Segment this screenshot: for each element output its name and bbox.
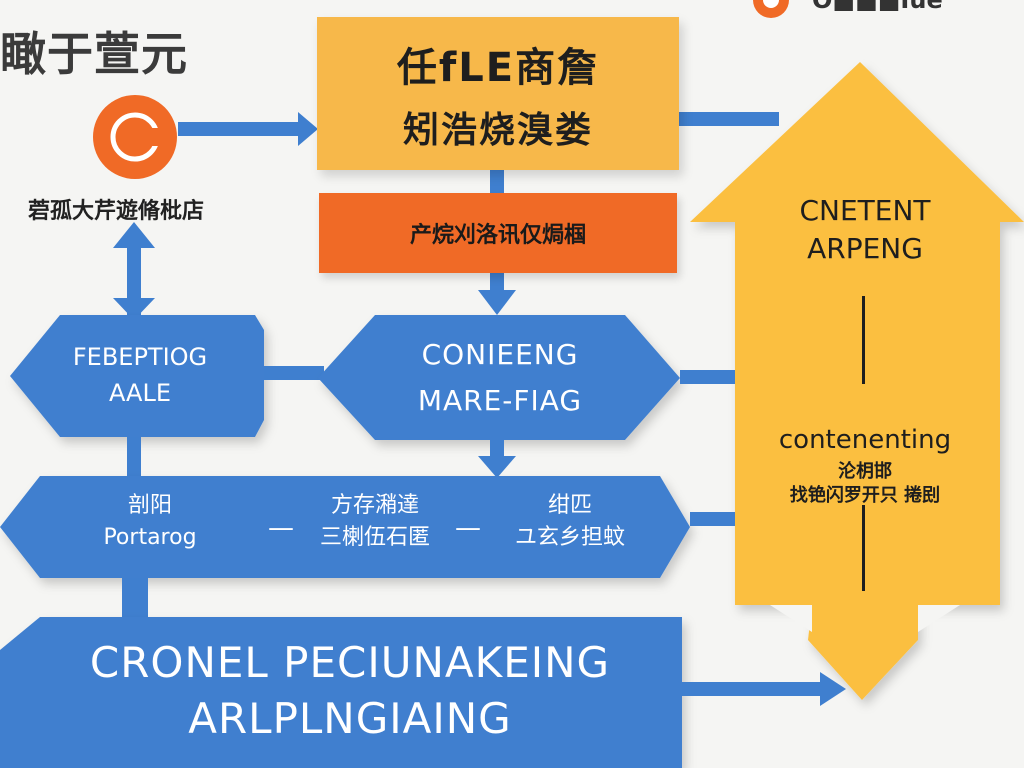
band-column-3: 绀匹 ユ玄乡担蚊 bbox=[500, 490, 640, 554]
page-title: 瞰于萱元 bbox=[0, 27, 188, 81]
band-col2-bottom: 三楋伍石匿 bbox=[319, 525, 430, 550]
big-arrow-heading: CNETENT ARPENG bbox=[740, 192, 990, 268]
connector-logo-yellow bbox=[178, 122, 298, 136]
big-up-arrow bbox=[690, 62, 1024, 700]
bottom-box-line1: CRONEL PECIUNAKEING bbox=[89, 638, 611, 687]
left-caption: 菪孤大芹遊脩枇店 bbox=[28, 199, 205, 224]
band-column-1: 剖阳 Portarog bbox=[80, 490, 220, 554]
connector-logo-yellow-head bbox=[298, 112, 318, 146]
bottom-box-label: CRONEL PECIUNAKEING ARLPLNGIAING bbox=[30, 635, 670, 747]
big-arrow-bottom-notch bbox=[770, 605, 812, 632]
band-shape bbox=[0, 476, 690, 578]
hex-mid-label: CONIEENG MARE-FIAG bbox=[330, 320, 670, 435]
connector-hexleft-band bbox=[127, 437, 141, 477]
yellow-box: 任fLE商詹 矧浩烧溴娄 bbox=[317, 17, 679, 170]
connector-band-bottom bbox=[122, 578, 148, 620]
brand-text: O■■■Iue bbox=[812, 0, 943, 14]
hex-mid-line2: MARE-FIAG bbox=[417, 383, 583, 417]
connector-bottom-right-head bbox=[820, 672, 846, 706]
yellow-box-line1: 任fLE商詹 bbox=[396, 44, 600, 91]
hex-left-line2: AALE bbox=[108, 379, 172, 407]
connector-hex-band-head bbox=[478, 456, 516, 478]
hex-left-shape bbox=[10, 315, 264, 437]
connector-hex-band bbox=[490, 440, 504, 458]
orange-box: 产烷刈洛讯仅焗椢 bbox=[319, 193, 677, 273]
band-dash-2: — bbox=[455, 513, 481, 543]
connector-hex-left-mid bbox=[264, 366, 324, 380]
big-arrow-line5: 找铯闪罗开只 捲刡 bbox=[789, 485, 941, 506]
band-dash-1: — bbox=[268, 513, 294, 543]
connector-hex-mid-arrow bbox=[680, 370, 735, 384]
band-col1-top: 剖阳 bbox=[127, 493, 172, 518]
connector-yellow-orange bbox=[490, 170, 504, 194]
big-arrow-body: contenenting 沦枂邯 找铯闪罗开只 捲刡 bbox=[740, 420, 990, 508]
band-column-2: 方存潲達 三楋伍石匿 bbox=[305, 490, 445, 554]
connector-band-arrow bbox=[690, 512, 735, 526]
top-logo-icon-inner bbox=[763, 0, 779, 8]
band-col2-top: 方存潲達 bbox=[330, 493, 419, 518]
big-arrow-bottom-notch-r bbox=[918, 605, 960, 632]
bottom-box-line2: ARLPLNGIAING bbox=[188, 694, 512, 743]
hex-left-label: FEBEPTIOG AALE bbox=[20, 315, 260, 435]
arrow-divider-bottom bbox=[862, 505, 865, 591]
orange-box-text: 产烷刈洛讯仅焗椢 bbox=[409, 223, 586, 248]
connector-bottom-right bbox=[682, 682, 822, 696]
band-col1-bottom: Portarog bbox=[103, 525, 197, 550]
connector-left-up-head bbox=[113, 222, 155, 248]
hex-left-line1: FEBEPTIOG bbox=[72, 343, 208, 371]
connector-orange-hex bbox=[490, 273, 504, 293]
big-arrow-line1: CNETENT bbox=[799, 194, 931, 227]
hex-mid-shape bbox=[318, 315, 680, 440]
connector-orange-hex-head bbox=[478, 290, 516, 315]
hex-mid-line1: CONIEENG bbox=[421, 337, 579, 371]
connector-yellow-arrow bbox=[679, 112, 779, 126]
big-arrow-line3: contenenting bbox=[778, 425, 952, 455]
orange-ring-logo-icon bbox=[93, 95, 177, 179]
big-arrow-line2: ARPENG bbox=[807, 232, 923, 265]
band-col3-bottom: ユ玄乡担蚊 bbox=[514, 525, 625, 550]
top-logo-icon bbox=[753, 0, 789, 18]
connector-left-down-head bbox=[113, 298, 155, 320]
band-col3-top: 绀匹 bbox=[547, 493, 592, 518]
arrow-divider-top bbox=[862, 296, 865, 384]
bottom-box-shape bbox=[0, 617, 682, 768]
yellow-box-line2: 矧浩烧溴娄 bbox=[402, 109, 593, 151]
big-arrow-line4: 沦枂邯 bbox=[838, 461, 892, 482]
